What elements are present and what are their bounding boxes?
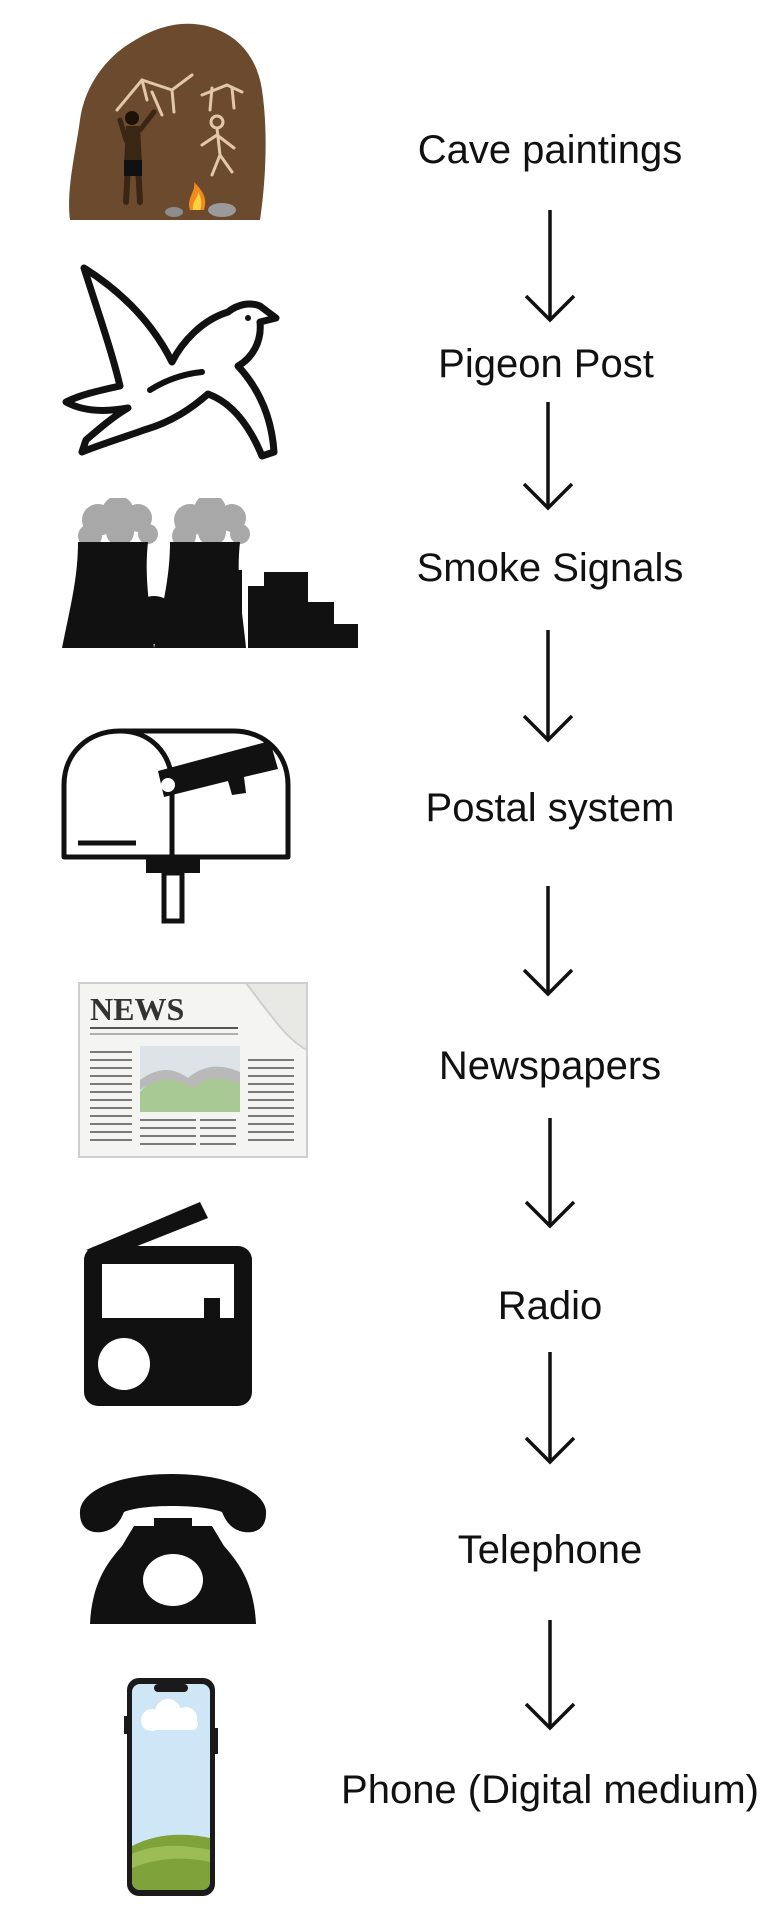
smartphone-icon: [124, 1678, 218, 1896]
telephone-icon: [79, 1474, 267, 1624]
step-label-newspapers: Newspapers: [438, 1044, 662, 1088]
newspaper-masthead: NEWS: [90, 991, 184, 1027]
step-label-smoke-signals: Smoke Signals: [416, 546, 684, 590]
step-label-telephone: Telephone: [457, 1528, 643, 1572]
arrow-down-icon: [524, 1118, 576, 1229]
cave-painting-icon: [69, 23, 266, 221]
newspaper-icon: NEWS: [78, 982, 308, 1158]
step-label-cave-paintings: Cave paintings: [417, 128, 683, 172]
step-label-pigeon-post: Pigeon Post: [438, 342, 654, 386]
smoke-factory-icon: [62, 498, 358, 648]
arrow-down-icon: [524, 210, 576, 323]
mailbox-icon: [61, 728, 291, 924]
step-label-radio: Radio: [497, 1284, 603, 1328]
arrow-down-icon: [524, 1352, 576, 1465]
arrow-down-icon: [524, 1620, 576, 1731]
arrow-down-icon: [522, 402, 574, 511]
dove-icon: [62, 264, 280, 460]
arrow-down-icon: [522, 886, 574, 997]
step-label-phone-digital-medium: Phone (Digital medium): [341, 1768, 759, 1812]
step-label-postal-system: Postal system: [425, 786, 675, 830]
radio-icon: [84, 1202, 252, 1406]
arrow-down-icon: [522, 630, 574, 743]
